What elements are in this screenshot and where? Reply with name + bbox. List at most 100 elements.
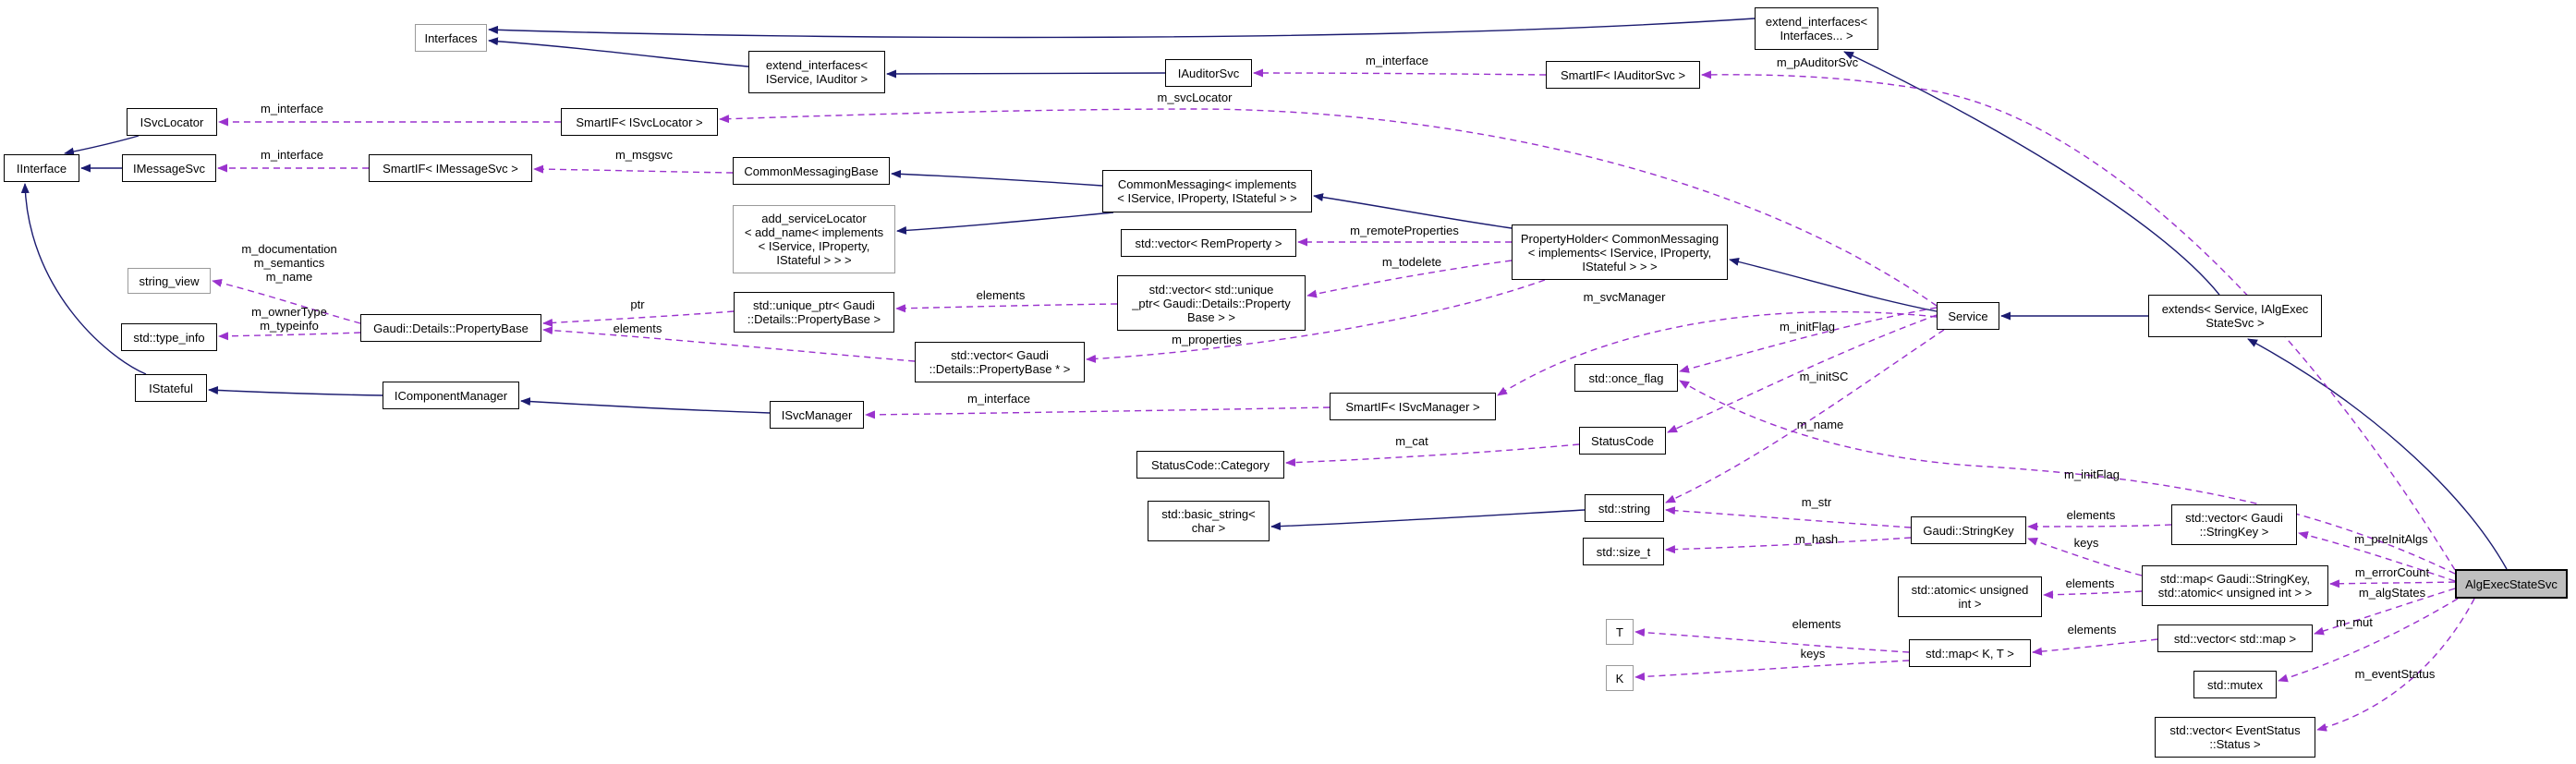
edge-inherit-11 bbox=[2247, 338, 2508, 570]
node-std-vector-unique-ptr[interactable]: std::vector< std::unique_ptr< Gaudi::Det… bbox=[1117, 275, 1306, 331]
node-std-type-info[interactable]: std::type_info bbox=[121, 323, 217, 351]
node-label-line: SmartIF< ISvcLocator > bbox=[576, 115, 703, 129]
node-smartif-imessagesvc[interactable]: SmartIF< IMessageSvc > bbox=[369, 154, 532, 182]
node-gaudi-stringkey[interactable]: Gaudi::StringKey bbox=[1911, 516, 2026, 544]
node-label-line: _ptr< Gaudi::Details::Property bbox=[1132, 296, 1291, 310]
edge-inherit-15 bbox=[1270, 509, 1586, 531]
node-statuscode-category[interactable]: StatusCode::Category bbox=[1136, 451, 1284, 479]
edge-inherit-6 bbox=[896, 212, 1114, 235]
edge-inherit-8 bbox=[1729, 257, 1938, 312]
node-label-line: < IService, IProperty, bbox=[758, 239, 870, 253]
edge-usage-elements bbox=[1634, 628, 1910, 653]
node-service[interactable]: Service bbox=[1937, 302, 1999, 330]
node-istateful[interactable]: IStateful bbox=[135, 374, 207, 402]
node-label-line: std::map< K, T > bbox=[1926, 646, 2014, 661]
node-smartif-isvclocator[interactable]: SmartIF< ISvcLocator > bbox=[561, 108, 718, 136]
edge-usage-m_properties bbox=[1086, 279, 1546, 363]
edge-usage-m_algStates bbox=[2314, 588, 2456, 636]
node-label-line: CommonMessaging< implements bbox=[1117, 177, 1297, 191]
node-label-line: ISvcManager bbox=[781, 407, 853, 422]
node-label-line: ::Details::PropertyBase > bbox=[747, 312, 881, 326]
node-statuscode[interactable]: StatusCode bbox=[1579, 427, 1666, 455]
node-label-line: IStateful bbox=[149, 381, 193, 395]
node-label-line: Gaudi::StringKey bbox=[1923, 523, 2014, 538]
edge-usage-m_name bbox=[1665, 329, 1945, 503]
edge-inherit-2 bbox=[886, 69, 1166, 79]
node-label-line: < IService, IProperty, IStateful > > bbox=[1117, 191, 1297, 205]
node-imessagesvc[interactable]: IMessageSvc bbox=[122, 154, 216, 182]
node-label-line: std::size_t bbox=[1596, 544, 1651, 559]
node-std-vector-propertybase-ptr[interactable]: std::vector< Gaudi::Details::PropertyBas… bbox=[915, 342, 1085, 382]
node-label-line: ::StringKey > bbox=[2199, 525, 2269, 539]
node-isvcmanager[interactable]: ISvcManager bbox=[770, 401, 864, 429]
node-label-line: std::vector< Gaudi bbox=[951, 348, 1049, 362]
node-commonmessaging[interactable]: CommonMessaging< implements< IService, I… bbox=[1102, 170, 1312, 212]
node-std-vector-gaudi-stringkey[interactable]: std::vector< Gaudi::StringKey > bbox=[2171, 504, 2297, 545]
node-interfaces: Interfaces bbox=[415, 24, 487, 52]
node-iinterface[interactable]: IInterface bbox=[4, 154, 79, 182]
edge-usage-m_msgsvc bbox=[533, 164, 734, 174]
edge-inherit-10 bbox=[1843, 51, 2220, 296]
node-label-line: IStateful > > > bbox=[776, 253, 852, 267]
node-std-vector-std-map[interactable]: std::vector< std::map > bbox=[2157, 625, 2313, 652]
node-ext-if-interfaces[interactable]: extend_interfaces<Interfaces... > bbox=[1755, 7, 1878, 50]
edge-usage-m_initSC bbox=[1667, 314, 1938, 433]
node-label-line: ::Status > bbox=[2209, 737, 2261, 751]
node-isvclocator[interactable]: ISvcLocator bbox=[127, 108, 217, 136]
node-label-line: K bbox=[1615, 671, 1624, 685]
node-std-vector-eventstatus-status[interactable]: std::vector< EventStatus::Status > bbox=[2155, 717, 2315, 758]
node-label-line: Service bbox=[1948, 309, 1988, 323]
edge-usage-m_svcManager bbox=[1497, 310, 1938, 396]
node-label-line: CommonMessagingBase bbox=[744, 164, 879, 178]
node-label-line: T bbox=[1616, 625, 1623, 639]
node-label-line: extends< Service, IAlgExec bbox=[2161, 302, 2309, 316]
node-std-mutex[interactable]: std::mutex bbox=[2193, 671, 2277, 698]
node-icomponentmanager[interactable]: IComponentManager bbox=[383, 382, 519, 409]
edge-usage-elements bbox=[2043, 590, 2143, 600]
edge-inherit-1 bbox=[488, 18, 1756, 39]
node-label-line: std::map< Gaudi::StringKey, bbox=[2160, 572, 2310, 586]
edge-usage-elements bbox=[542, 326, 916, 362]
edge-usage-m_preInitAlgs bbox=[2298, 531, 2456, 582]
edge-usage-elements bbox=[2027, 522, 2172, 531]
edge-usage-m_eventStatus bbox=[2316, 598, 2475, 732]
node-label-line: std::atomic< unsigned bbox=[1911, 583, 2029, 597]
node-label-line: IStateful > > > bbox=[1582, 259, 1658, 273]
node-ext-if-iservice-iauditor[interactable]: extend_interfaces<IService, IAuditor > bbox=[748, 51, 885, 93]
edge-inherit-5 bbox=[891, 169, 1103, 187]
node-label-line: SmartIF< ISvcManager > bbox=[1345, 399, 1480, 414]
edge-usage-m_documentation bbox=[212, 278, 361, 324]
node-label-line: StatusCode::Category bbox=[1151, 457, 1270, 472]
edge-usage-keys bbox=[1634, 660, 1910, 681]
edge-usage-ptr bbox=[542, 310, 735, 327]
node-add-servicelocator: add_serviceLocator< add_name< implements… bbox=[733, 205, 895, 273]
node-std-unique-ptr-propertybase[interactable]: std::unique_ptr< Gaudi::Details::Propert… bbox=[734, 292, 894, 333]
node-std-size-t[interactable]: std::size_t bbox=[1583, 538, 1664, 565]
node-std-vector-remproperty[interactable]: std::vector< RemProperty > bbox=[1121, 229, 1296, 257]
node-label-line: IComponentManager bbox=[394, 388, 508, 403]
node-gaudi-details-propertybase[interactable]: Gaudi::Details::PropertyBase bbox=[360, 314, 541, 342]
edge-usage-m_ownerType bbox=[218, 332, 361, 341]
node-std-once-flag[interactable]: std::once_flag bbox=[1574, 364, 1678, 392]
node-smartif-isvcmanager[interactable]: SmartIF< ISvcManager > bbox=[1330, 393, 1496, 420]
node-label-line: std::type_info bbox=[133, 330, 205, 345]
edge-usage-m_pAuditorSvc bbox=[1701, 70, 2456, 571]
edge-usage-m_interface bbox=[1253, 68, 1547, 78]
node-commonmessagingbase[interactable]: CommonMessagingBase bbox=[733, 157, 890, 185]
edge-inherit-0 bbox=[488, 37, 749, 67]
edge-inherit-12 bbox=[208, 385, 383, 396]
node-label-line: std::atomic< unsigned int > > bbox=[2157, 586, 2313, 600]
node-iauditorsvc[interactable]: IAuditorSvc bbox=[1165, 59, 1252, 87]
node-std-map-stringkey-atomic[interactable]: std::map< Gaudi::StringKey,std::atomic< … bbox=[2142, 565, 2328, 606]
node-smartif-iauditorsvc[interactable]: SmartIF< IAuditorSvc > bbox=[1546, 61, 1700, 89]
node-std-map-k-t[interactable]: std::map< K, T > bbox=[1909, 639, 2031, 667]
node-label-line: Gaudi::Details::PropertyBase bbox=[373, 321, 529, 335]
node-std-string[interactable]: std::string bbox=[1585, 494, 1664, 522]
node-label-line: AlgExecStateSvc bbox=[2465, 576, 2558, 591]
node-std-basic-string-char[interactable]: std::basic_string<char > bbox=[1148, 501, 1270, 541]
node-propertyholder[interactable]: PropertyHolder< CommonMessaging< impleme… bbox=[1512, 224, 1728, 280]
